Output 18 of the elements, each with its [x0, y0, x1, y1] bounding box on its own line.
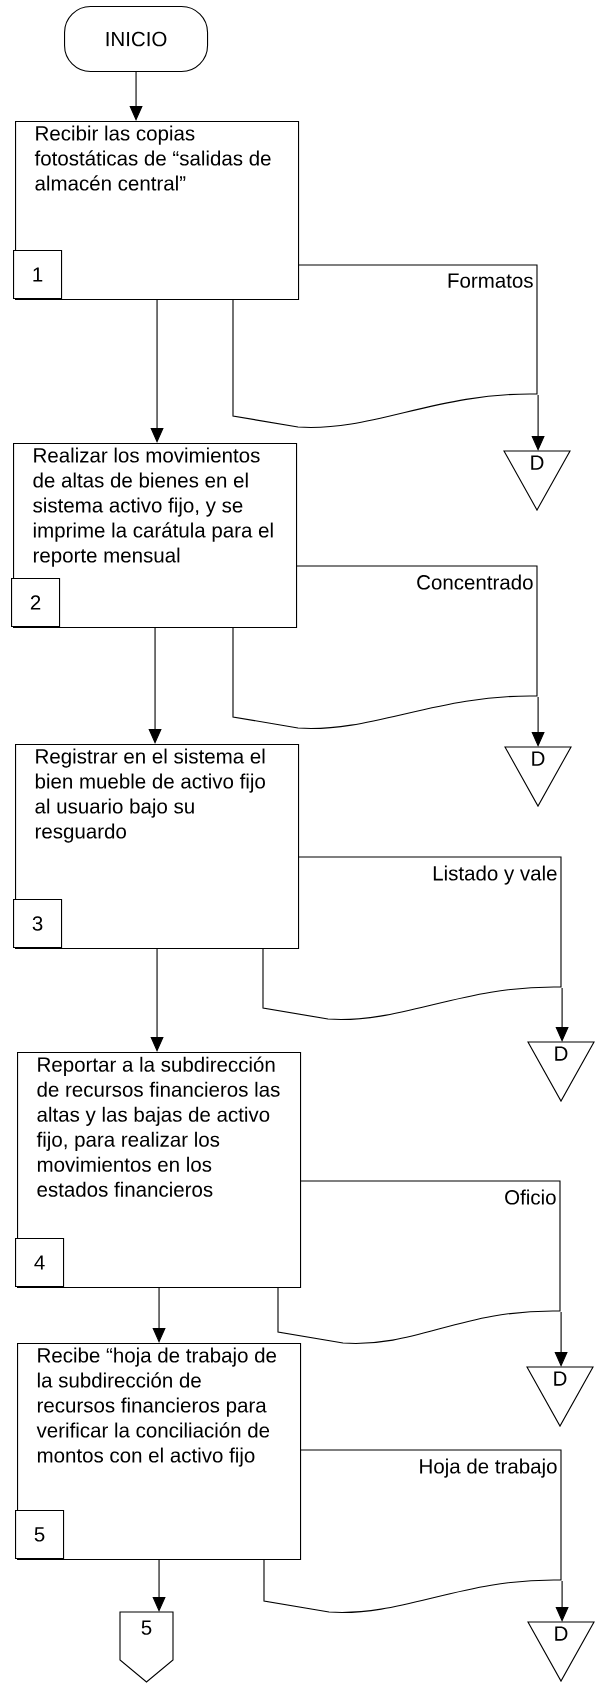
arrow	[555, 1580, 569, 1622]
arrow	[152, 1287, 166, 1343]
arrow	[148, 627, 162, 744]
arrow	[150, 948, 164, 1052]
arrow	[531, 696, 545, 747]
arrow	[555, 987, 569, 1042]
step-number-box: 1	[13, 249, 63, 299]
off-page-connector: 5	[119, 1611, 174, 1683]
arrow	[152, 1559, 166, 1612]
step-number-box: 2	[11, 577, 61, 627]
step-number-box: 4	[15, 1237, 65, 1287]
arrow	[150, 299, 164, 443]
start-terminator: INICIO	[64, 6, 209, 73]
arrow	[554, 1311, 568, 1367]
step-number-box: 5	[15, 1509, 65, 1559]
arrow	[531, 394, 545, 451]
step-number-box: 3	[13, 898, 63, 948]
arrow	[129, 71, 143, 121]
